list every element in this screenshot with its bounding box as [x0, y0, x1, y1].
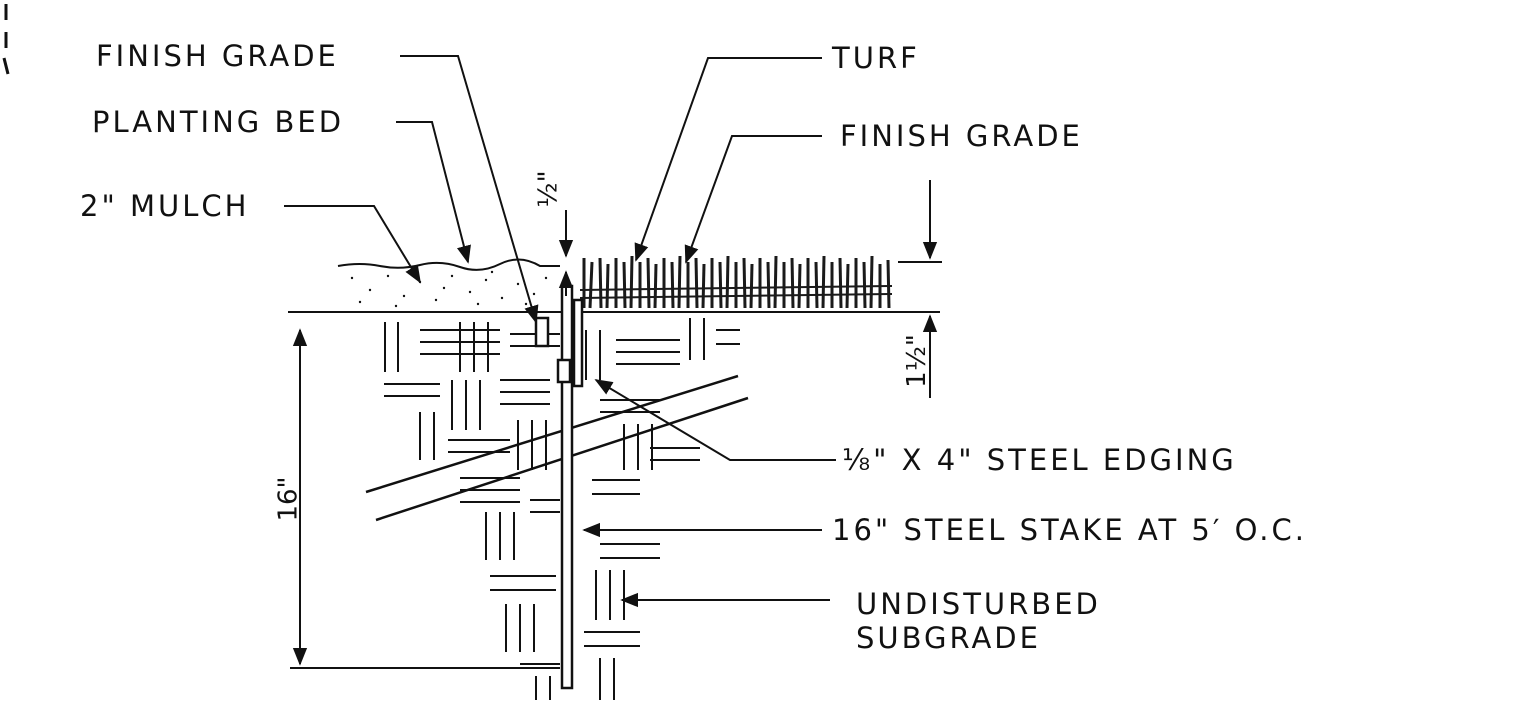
label-subgrade-line1: UNDISTURBED	[856, 587, 1101, 621]
label-turf: TURF	[832, 41, 920, 75]
label-finish-grade-left: FINISH GRADE	[96, 39, 339, 73]
label-finish-grade-right: FINISH GRADE	[840, 119, 1083, 153]
dimension-half-inch: ½"	[533, 170, 564, 208]
label-planting-bed: PLANTING BED	[92, 105, 345, 139]
dimension-sixteen-inch: 16"	[273, 476, 304, 522]
dimension-lines	[290, 180, 942, 669]
label-steel-edging: ⅛" X 4" STEEL EDGING	[842, 443, 1237, 477]
dimension-one-and-half-inch: 1½"	[901, 334, 932, 388]
turf-layer	[579, 255, 893, 309]
sheet-edge-marks	[2, 4, 10, 75]
label-subgrade-line2: SUBGRADE	[856, 621, 1041, 655]
mulch-layer	[337, 258, 560, 312]
label-steel-stake: 16" STEEL STAKE AT 5′ O.C.	[832, 513, 1307, 547]
leader-lines	[284, 55, 836, 608]
label-mulch: 2" MULCH	[80, 189, 250, 223]
steel-edging	[534, 284, 584, 690]
